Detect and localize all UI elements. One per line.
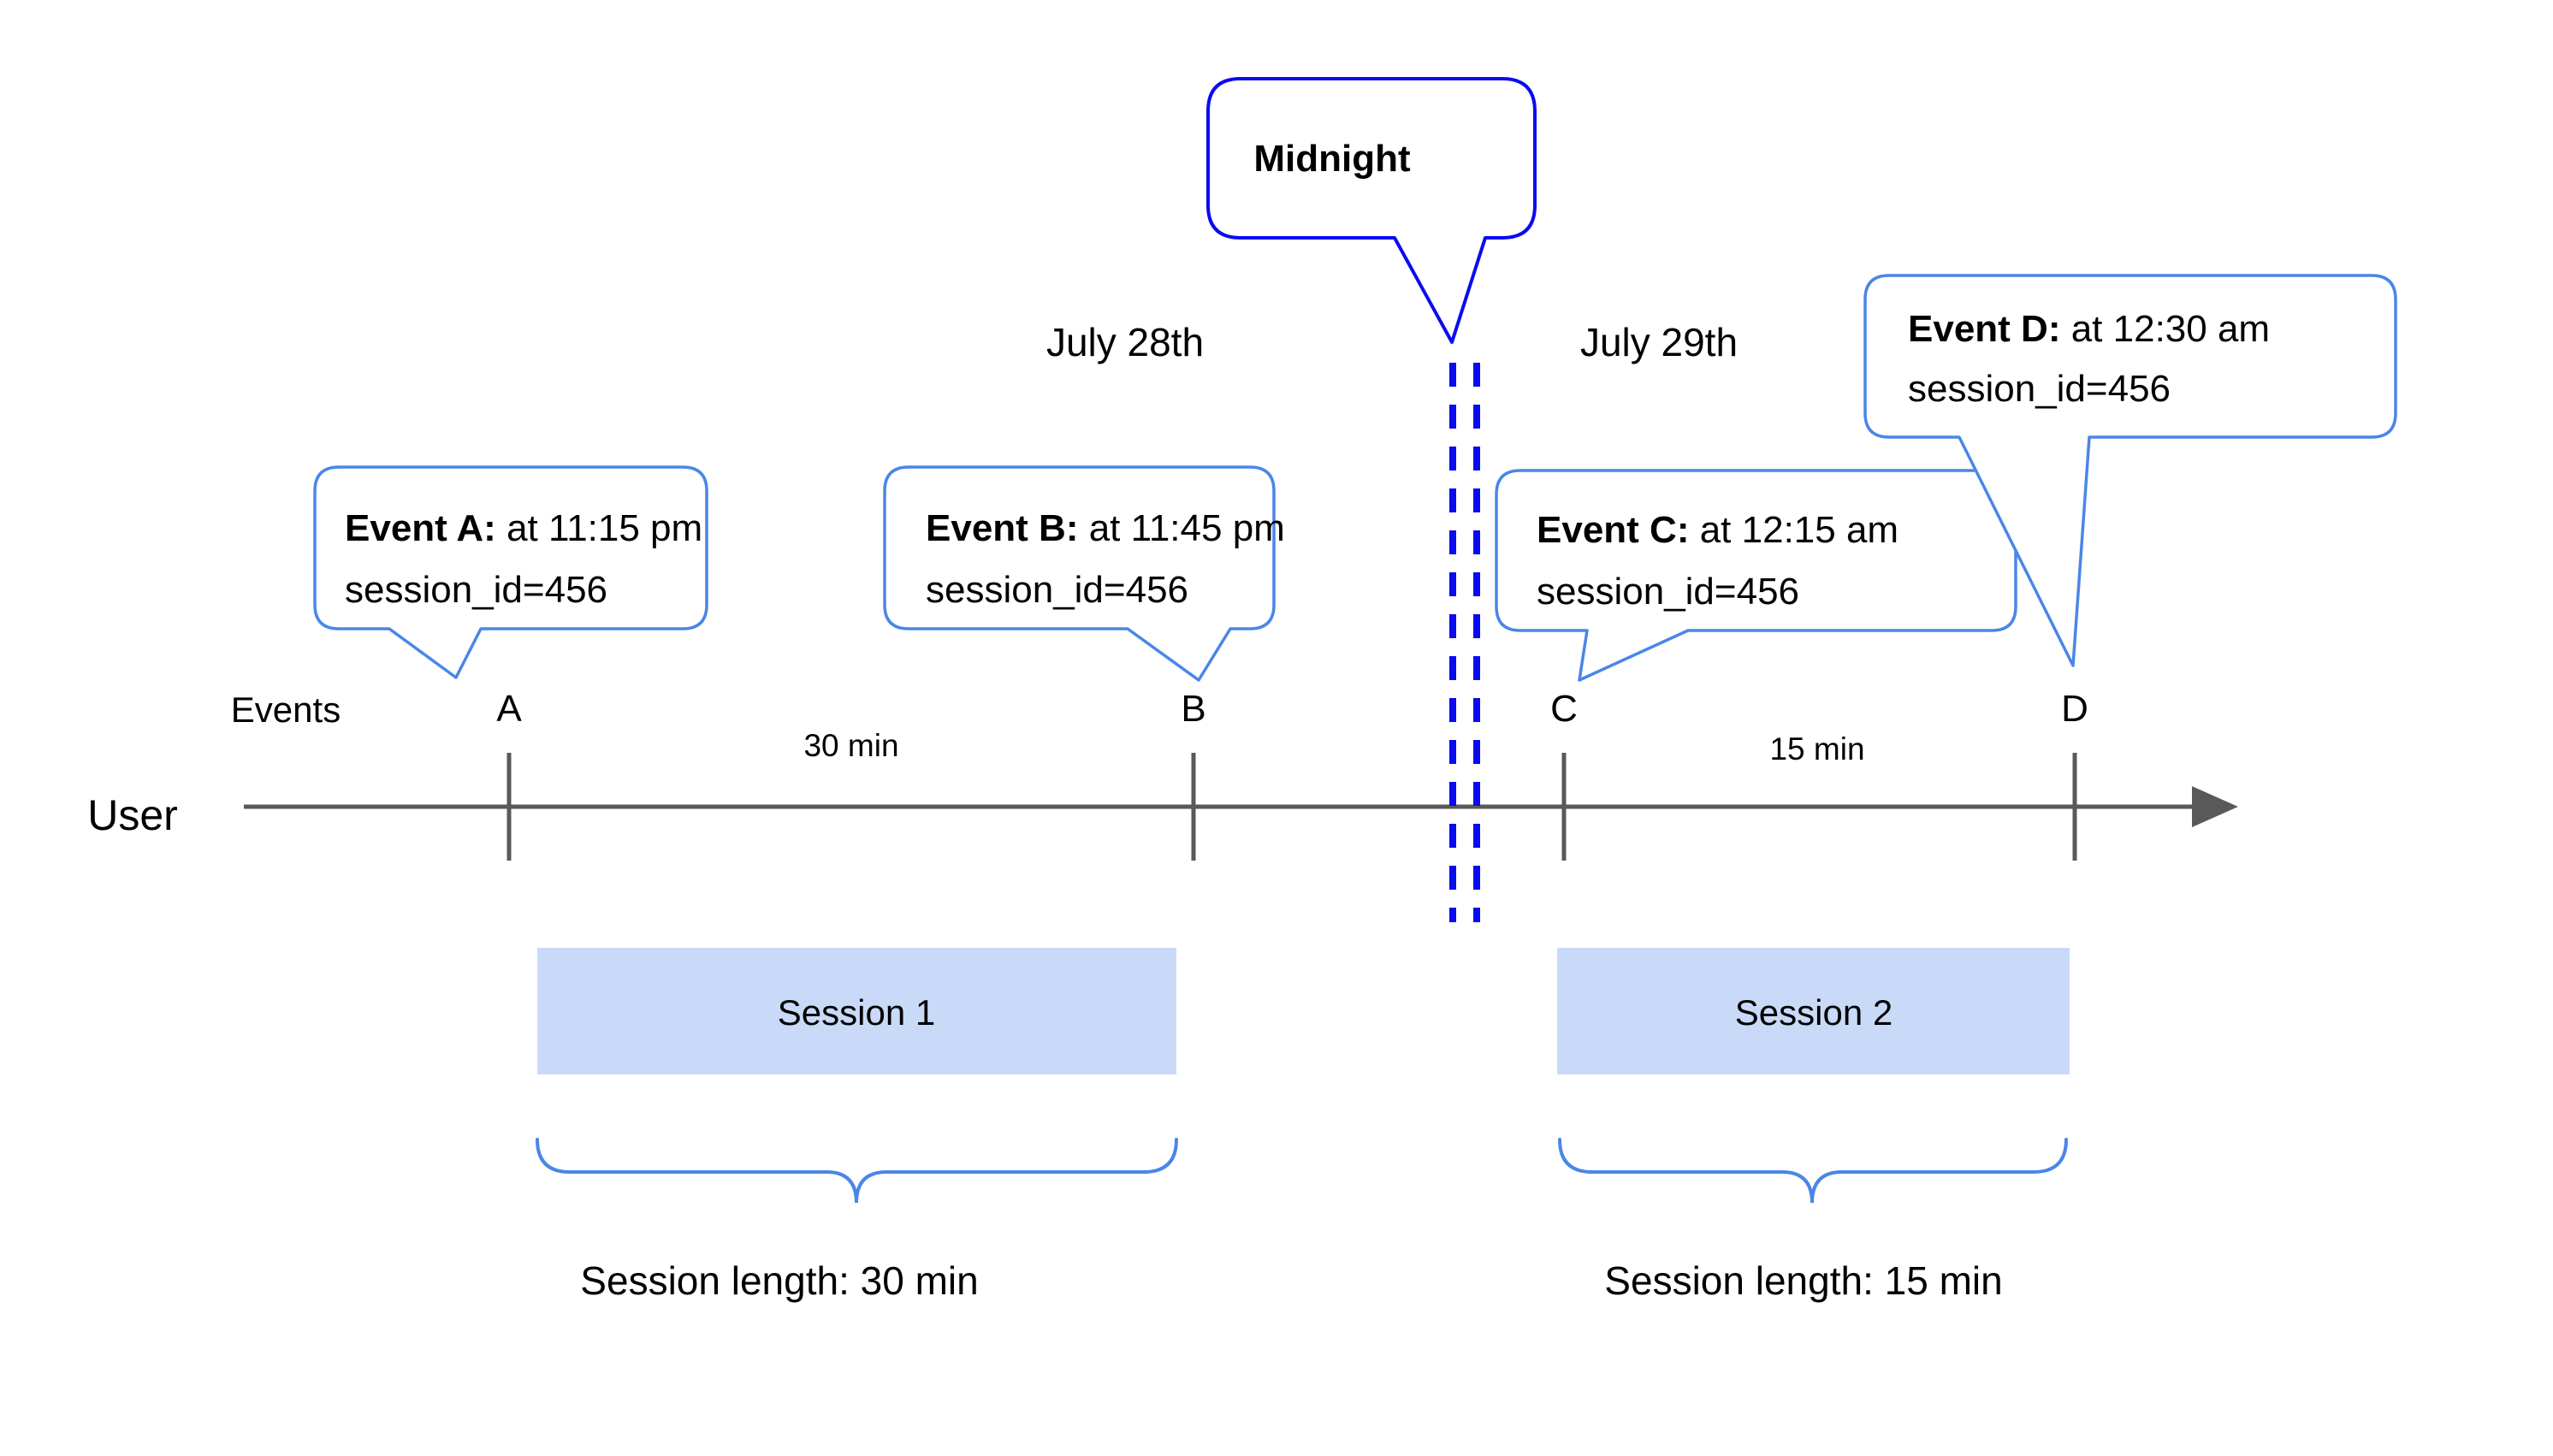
event-letter-a: A xyxy=(496,688,522,730)
event-b-title: Event B: xyxy=(926,507,1079,549)
event-letter-c: C xyxy=(1550,688,1578,730)
date-label-july-29: July 29th xyxy=(1579,320,1739,364)
session-2-brace xyxy=(1558,1138,2068,1204)
gap-label-15min: 15 min xyxy=(1769,731,1865,766)
event-c-time: at 12:15 am xyxy=(1689,509,1899,551)
event-d-title: Event D: xyxy=(1908,308,2061,350)
midnight-label: Midnight xyxy=(1253,138,1411,180)
event-a-callout-shape xyxy=(313,465,708,679)
event-b-callout-text: Event B: at 11:45 pm session_id=456 xyxy=(926,498,1285,621)
event-c-line1: Event C: at 12:15 am xyxy=(1537,500,1898,561)
events-axis-label: Events xyxy=(230,690,341,730)
event-b-session-id: session_id=456 xyxy=(926,569,1189,611)
gap-label-30min: 30 min xyxy=(803,728,899,763)
session-2-box xyxy=(1557,948,2070,1074)
event-d-time: at 12:30 am xyxy=(2060,308,2271,350)
session-2-label: Session 2 xyxy=(1734,992,1893,1033)
event-d-callout-shape xyxy=(1863,274,2397,667)
session-1-label: Session 1 xyxy=(777,992,936,1033)
event-d-callout-text: Event D: at 12:30 am session_id=456 xyxy=(1908,299,2270,419)
event-b-callout-shape xyxy=(883,465,1276,682)
session-1-box xyxy=(537,948,1176,1074)
event-d-line1: Event D: at 12:30 am xyxy=(1908,299,2270,359)
timeline-arrowhead-icon xyxy=(2192,786,2238,827)
user-axis-label: User xyxy=(87,791,178,839)
session-1-brace xyxy=(536,1138,1178,1204)
event-c-session-id: session_id=456 xyxy=(1537,571,1800,613)
date-label-july-28: July 28th xyxy=(1045,320,1205,364)
event-a-line1: Event A: at 11:15 pm xyxy=(345,498,702,559)
event-letter-b: B xyxy=(1181,688,1206,730)
event-c-callout-text: Event C: at 12:15 am session_id=456 xyxy=(1537,500,1898,623)
event-a-callout-text: Event A: at 11:15 pm session_id=456 xyxy=(345,498,702,621)
event-a-session-id: session_id=456 xyxy=(345,569,608,611)
event-b-time: at 11:45 pm xyxy=(1078,507,1285,549)
event-c-title: Event C: xyxy=(1537,509,1690,551)
midnight-callout-shape xyxy=(1206,77,1537,344)
session-2-length-label: Session length: 15 min xyxy=(1604,1258,2003,1303)
event-a-title: Event A: xyxy=(345,507,496,549)
session-1-length-label: Session length: 30 min xyxy=(580,1258,979,1303)
event-d-session-id: session_id=456 xyxy=(1908,368,2171,410)
event-b-line1: Event B: at 11:45 pm xyxy=(926,498,1285,559)
event-a-time: at 11:15 pm xyxy=(495,507,703,549)
event-letter-d: D xyxy=(2061,688,2088,730)
